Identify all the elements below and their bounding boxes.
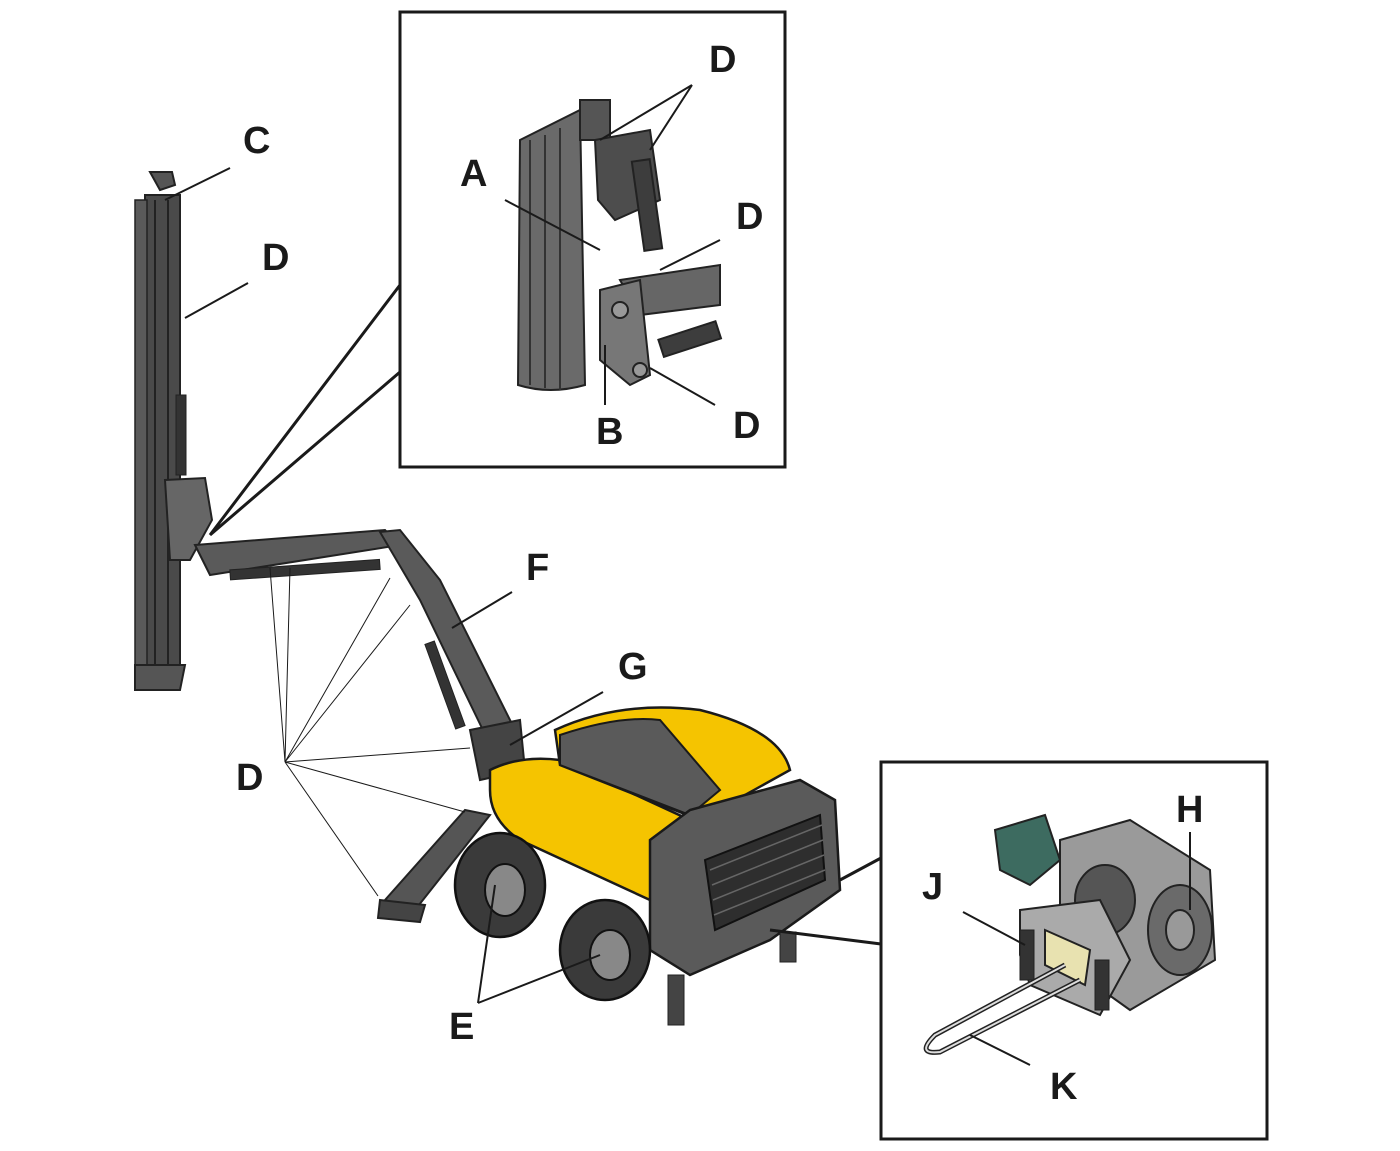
label-b: B bbox=[596, 411, 623, 453]
inset-winch bbox=[879, 760, 1269, 1141]
label-j: J bbox=[922, 866, 943, 908]
mast bbox=[134, 171, 214, 691]
label-d-mast: D bbox=[262, 237, 289, 279]
boom bbox=[193, 528, 527, 782]
label-h: H bbox=[1176, 789, 1203, 831]
label-d-inset-bottom: D bbox=[733, 405, 760, 447]
label-c: C bbox=[243, 120, 270, 162]
label-e: E bbox=[449, 1006, 474, 1048]
inset-boom-attachment bbox=[398, 10, 787, 469]
label-f: F bbox=[526, 547, 549, 589]
label-g: G bbox=[618, 646, 648, 688]
hose-leader-lines bbox=[269, 567, 471, 897]
label-a: A bbox=[460, 153, 487, 195]
stabilizer-leg bbox=[376, 808, 492, 924]
carrier-body bbox=[488, 706, 842, 1026]
label-k: K bbox=[1050, 1066, 1078, 1108]
wheels bbox=[453, 831, 652, 1002]
label-d-hoses: D bbox=[236, 757, 263, 799]
label-d-inset-top: D bbox=[709, 39, 736, 81]
leader-lines bbox=[164, 84, 1191, 1066]
label-d-inset-mid: D bbox=[736, 196, 763, 238]
